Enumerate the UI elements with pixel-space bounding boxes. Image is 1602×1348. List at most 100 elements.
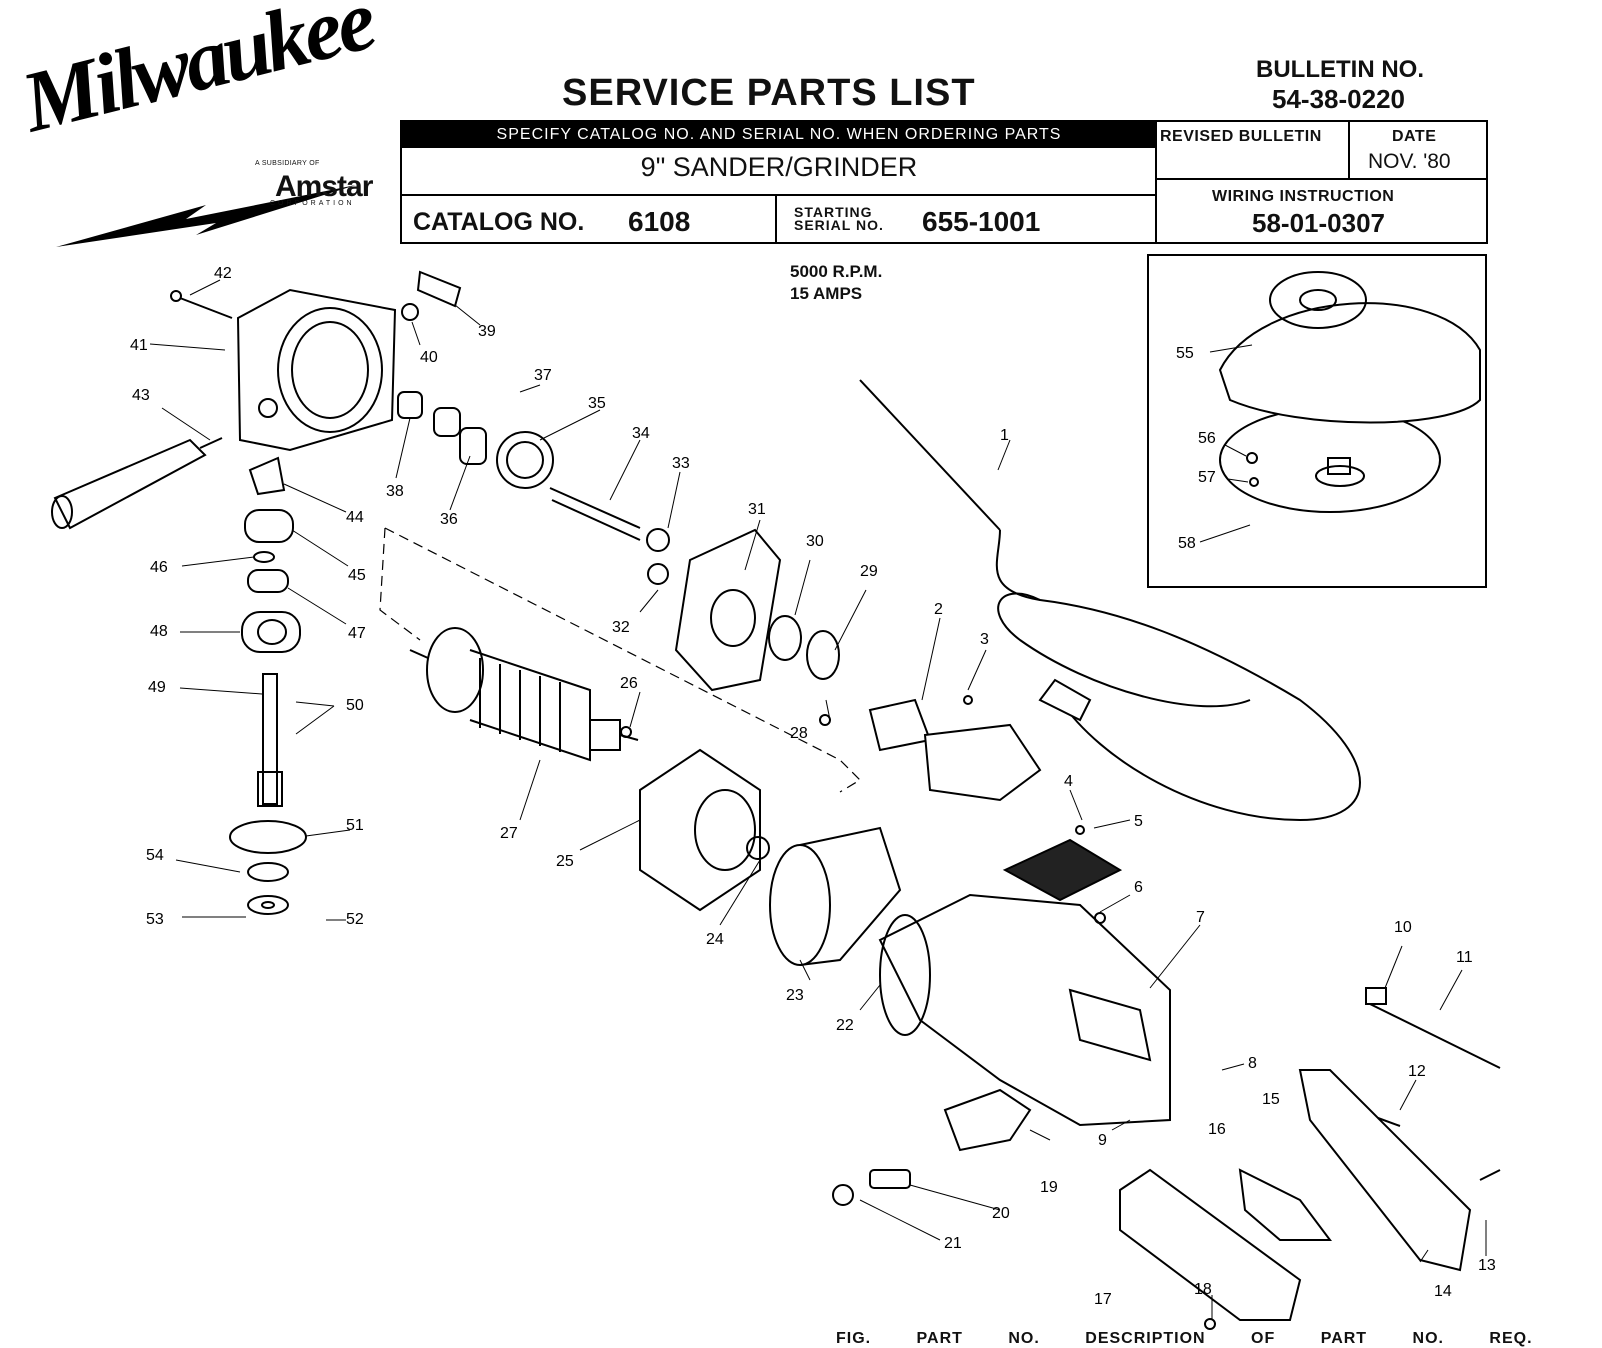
- callout-7: 7: [1196, 909, 1205, 926]
- callout-1: 1: [1000, 427, 1009, 444]
- callout-40: 40: [420, 349, 438, 366]
- callout-48: 48: [150, 623, 168, 640]
- callout-42: 42: [214, 265, 232, 282]
- callout-11: 11: [1456, 949, 1473, 966]
- serial-label-line: SERIAL NO.: [794, 217, 884, 233]
- header-table: [400, 120, 1488, 244]
- callout-32: 32: [612, 619, 630, 636]
- amstar-logo: Amstar: [275, 170, 373, 203]
- starting-label-line: STARTING: [794, 204, 873, 220]
- bulletin-label: BULLETIN NO.: [1256, 56, 1424, 83]
- callout-10: 10: [1394, 919, 1412, 936]
- revised-bulletin-label: REVISED BULLETIN: [1160, 128, 1322, 145]
- callout-16: 16: [1208, 1121, 1226, 1138]
- callout-53: 53: [146, 911, 164, 928]
- motor-housing-drawing: [769, 826, 1171, 1127]
- gear-train-drawing: [397, 270, 670, 585]
- header-divider: [775, 194, 777, 244]
- callout-31: 31: [748, 501, 766, 518]
- wiring-instruction-number: 58-01-0307: [1252, 208, 1385, 238]
- header-divider: [1155, 120, 1157, 244]
- callout-18: 18: [1194, 1281, 1212, 1298]
- screw-42-drawing: [170, 290, 233, 319]
- callout-47: 47: [348, 625, 366, 642]
- callout-8: 8: [1248, 1055, 1257, 1072]
- callout-labels: 1 2 3 4 5 6 7 8 9 10 11 12 13 14 15 16 1…: [130, 265, 1496, 1308]
- callout-19: 19: [1040, 1179, 1058, 1196]
- callout-38: 38: [386, 483, 404, 500]
- spec-amps: 15 AMPS: [790, 284, 863, 303]
- wiring-instruction-label: WIRING INSTRUCTION: [1212, 188, 1395, 205]
- callout-51: 51: [346, 817, 364, 834]
- callout-37: 37: [534, 367, 552, 384]
- subsidiary-text: A SUBSIDIARY OF: [255, 160, 320, 167]
- callout-56: 56: [1198, 430, 1216, 447]
- callout-22: 22: [836, 1017, 854, 1034]
- gear-case-drawing: [236, 288, 397, 452]
- callout-57: 57: [1198, 469, 1216, 486]
- callout-9: 9: [1098, 1132, 1107, 1149]
- amstar-corporation-text: CORPORATION: [270, 200, 355, 207]
- armature-drawing: [409, 627, 639, 762]
- callout-43: 43: [132, 387, 150, 404]
- callout-55: 55: [1176, 345, 1194, 362]
- brush-holder-drawing: [832, 1088, 1032, 1206]
- callout-2: 2: [934, 601, 943, 618]
- callout-39: 39: [478, 323, 496, 340]
- callout-52: 52: [346, 911, 364, 928]
- spindle-assembly-drawing: [229, 456, 307, 915]
- catalog-label: CATALOG NO.: [413, 208, 585, 236]
- callout-28: 28: [790, 725, 808, 742]
- bearing-plate-drawing: [674, 528, 840, 726]
- callout-58: 58: [1178, 535, 1196, 552]
- callout-5: 5: [1134, 813, 1143, 830]
- callout-25: 25: [556, 853, 574, 870]
- callout-54: 54: [146, 847, 164, 864]
- brush-cover-drawing: [868, 695, 1123, 924]
- parts-table-header: FIG. PART NO. DESCRIPTION OF PART NO. RE…: [836, 1330, 1533, 1347]
- bulletin-number: 54-38-0220: [1272, 84, 1405, 114]
- catalog-number: 6108: [628, 206, 691, 237]
- header-divider: [400, 194, 1156, 196]
- serial-number: 655-1001: [922, 206, 1041, 237]
- callout-20: 20: [992, 1205, 1010, 1222]
- power-cord-drawing: [859, 379, 1361, 822]
- lightning-bolt-icon: [56, 185, 356, 247]
- callout-33: 33: [672, 455, 690, 472]
- guard-inset-box: [1147, 254, 1487, 588]
- date-label: DATE: [1392, 128, 1437, 145]
- callout-44: 44: [346, 509, 364, 526]
- date-value: NOV. '80: [1368, 150, 1451, 173]
- callout-13: 13: [1478, 1257, 1496, 1274]
- callout-50: 50: [346, 697, 364, 714]
- rear-handle-drawing: [1119, 987, 1501, 1330]
- callout-29: 29: [860, 563, 878, 580]
- callout-17: 17: [1094, 1291, 1112, 1308]
- callout-23: 23: [786, 987, 804, 1004]
- callout-24: 24: [706, 931, 724, 948]
- callout-21: 21: [944, 1235, 962, 1252]
- side-handle-drawing: [51, 437, 223, 530]
- armature-group-line: [379, 527, 861, 793]
- callout-49: 49: [148, 679, 166, 696]
- callout-35: 35: [588, 395, 606, 412]
- starting-serial-label: STARTING SERIAL NO.: [794, 204, 884, 233]
- page-title: SERVICE PARTS LIST: [562, 72, 976, 114]
- callout-41: 41: [130, 337, 148, 354]
- callout-14: 14: [1434, 1283, 1452, 1300]
- callout-6: 6: [1134, 879, 1143, 896]
- callout-34: 34: [632, 425, 650, 442]
- callout-27: 27: [500, 825, 518, 842]
- callout-46: 46: [150, 559, 168, 576]
- product-name: 9" SANDER/GRINDER: [640, 152, 918, 182]
- callout-30: 30: [806, 533, 824, 550]
- spec-rpm: 5000 R.P.M.: [790, 262, 883, 281]
- callout-45: 45: [348, 567, 366, 584]
- header-divider: [1348, 120, 1350, 178]
- leader-lines: [149, 279, 1487, 1320]
- callout-12: 12: [1408, 1063, 1426, 1080]
- ordering-note: SPECIFY CATALOG NO. AND SERIAL NO. WHEN …: [402, 122, 1156, 148]
- callout-4: 4: [1064, 773, 1073, 790]
- callout-3: 3: [980, 631, 989, 648]
